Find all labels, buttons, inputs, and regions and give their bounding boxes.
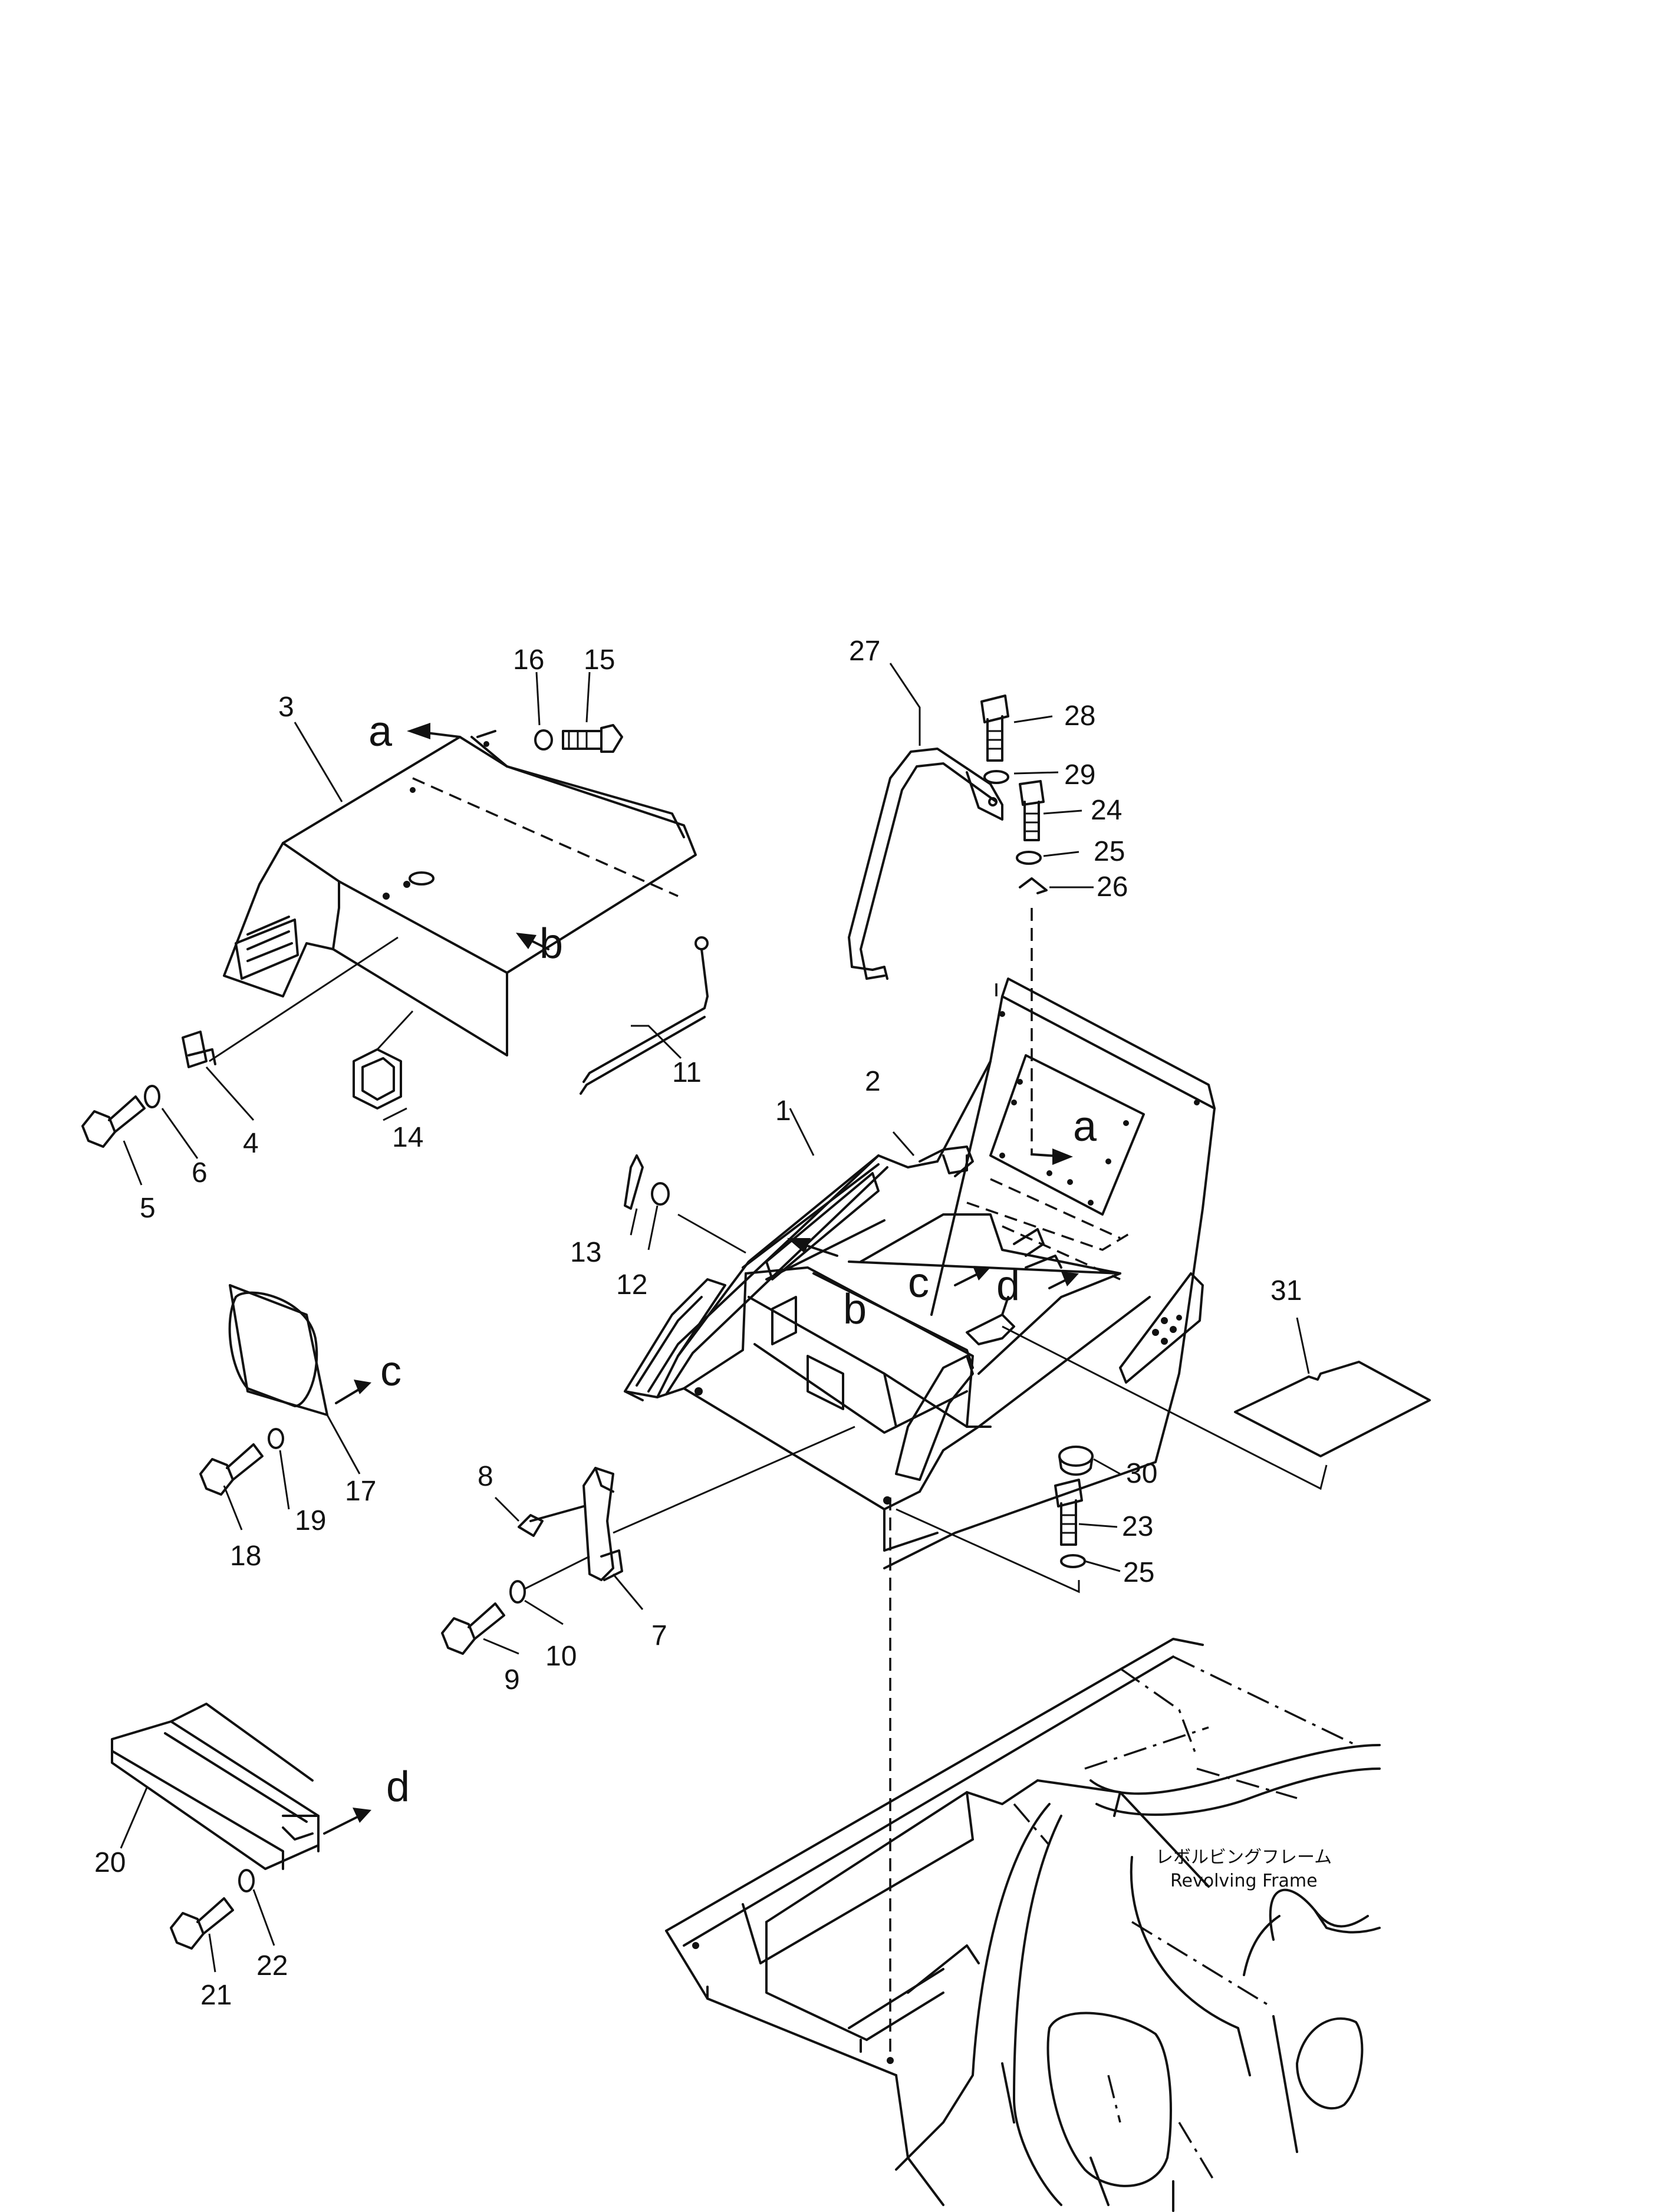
latch-part-4 — [182, 936, 399, 1068]
washer-part-12 — [651, 1182, 670, 1206]
label-part-14: 14 — [392, 1122, 423, 1153]
bolt-part-24 — [1019, 780, 1045, 841]
leader-part-23-mount — [896, 1508, 1080, 1594]
bracket-part-20 — [111, 1703, 320, 1870]
cap-part-30 — [1058, 1446, 1094, 1476]
bolt-part-9 — [441, 1602, 505, 1655]
label-part-1: 1 — [775, 1095, 791, 1127]
pin-part-13 — [624, 1154, 644, 1210]
grommet-part-14 — [353, 1010, 414, 1110]
label-part-27: 27 — [849, 636, 880, 667]
pin-part-8 — [518, 1505, 585, 1537]
latch-part-7 — [582, 1467, 623, 1581]
label-part-6: 6 — [192, 1157, 208, 1189]
label-part-10: 10 — [545, 1641, 577, 1672]
label-part-5: 5 — [140, 1193, 156, 1224]
bolt-part-15 — [562, 724, 623, 753]
label-part-4: 4 — [243, 1128, 259, 1159]
leader-part-12-mount — [677, 1213, 746, 1254]
part-number-labels: 1 2 3 4 5 6 7 8 9 10 11 12 13 14 15 16 1… — [94, 636, 1302, 2011]
ref-b-box: b — [843, 1286, 867, 1333]
label-part-29: 29 — [1064, 759, 1095, 791]
clip-part-26 — [1019, 877, 1048, 894]
washer-part-29 — [983, 770, 1009, 784]
label-part-20: 20 — [94, 1847, 126, 1878]
mat-part-31 — [1234, 1361, 1431, 1457]
washer-part-10 — [509, 1580, 526, 1604]
ref-d-box: d — [996, 1262, 1020, 1309]
leader-lines — [120, 663, 1310, 1973]
washer-part-6 — [144, 1085, 160, 1108]
bolt-part-23 — [1054, 1479, 1083, 1546]
cover-assembly — [223, 730, 697, 1056]
label-part-31: 31 — [1270, 1275, 1302, 1306]
washer-part-16 — [534, 729, 553, 750]
frame-label-english: Revolving Frame — [1170, 1871, 1318, 1891]
label-part-2: 2 — [865, 1066, 881, 1097]
label-part-18: 18 — [230, 1540, 261, 1572]
label-part-17: 17 — [345, 1476, 376, 1507]
label-part-25-upper: 25 — [1094, 836, 1125, 867]
washer-part-25-lower — [1060, 1554, 1086, 1568]
label-part-26: 26 — [1097, 871, 1128, 903]
revolving-frame — [665, 1497, 1381, 2212]
label-part-19: 19 — [295, 1505, 326, 1536]
bolt-part-18 — [199, 1443, 264, 1496]
label-part-22: 22 — [256, 1950, 288, 1981]
label-part-28: 28 — [1064, 700, 1095, 732]
frame-caption: レボルビングフレーム Revolving Frame — [1156, 1847, 1332, 1891]
bolt-part-28 — [980, 694, 1009, 762]
ref-a-box: a — [1073, 1103, 1097, 1150]
label-part-24: 24 — [1091, 795, 1122, 826]
label-part-30: 30 — [1126, 1458, 1157, 1489]
rod-part-11 — [580, 936, 709, 1095]
reference-letters: a b a b c d c d — [368, 708, 1097, 1811]
bolt-part-5 — [81, 1095, 146, 1148]
battery-box-part-1 — [624, 908, 1216, 1569]
label-part-3: 3 — [278, 692, 294, 723]
light-part-17 — [228, 1284, 328, 1416]
bolt-part-21 — [170, 1897, 234, 1950]
leader-part-7-mount — [613, 1426, 855, 1534]
washer-part-19 — [268, 1428, 284, 1449]
washer-part-25-upper — [1016, 851, 1042, 865]
label-part-12: 12 — [616, 1269, 647, 1301]
frame-label-japanese: レボルビングフレーム — [1156, 1847, 1332, 1868]
label-part-8: 8 — [478, 1461, 493, 1492]
label-part-15: 15 — [584, 644, 615, 676]
ref-c-box: c — [908, 1259, 929, 1306]
ref-a-cover: a — [368, 708, 393, 755]
washer-part-22 — [238, 1869, 255, 1892]
label-part-13: 13 — [570, 1237, 601, 1268]
label-part-16: 16 — [513, 644, 544, 676]
ref-b-cover: b — [539, 920, 563, 967]
ref-c-light: c — [380, 1348, 401, 1395]
ref-d-bracket: d — [386, 1763, 410, 1811]
leader-part-31-mount — [1002, 1325, 1328, 1490]
label-part-9: 9 — [504, 1664, 520, 1696]
label-part-25-lower: 25 — [1123, 1557, 1154, 1588]
label-part-7: 7 — [651, 1620, 667, 1651]
label-part-23: 23 — [1122, 1511, 1153, 1542]
label-part-11: 11 — [672, 1057, 702, 1088]
leader-part-10-to-7 — [524, 1555, 590, 1590]
label-part-21: 21 — [200, 1980, 232, 2011]
handrail-part-27 — [848, 748, 1003, 980]
